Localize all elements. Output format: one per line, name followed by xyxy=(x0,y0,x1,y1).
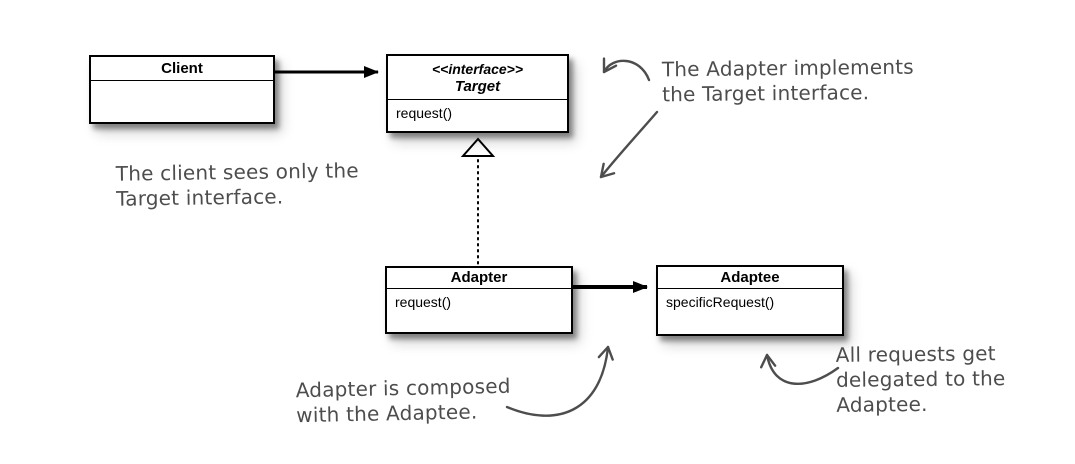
adapter-class-name: Adapter xyxy=(450,269,508,286)
adaptee-methods-compartment: specificRequest() xyxy=(658,289,842,311)
realization-hollow-triangle xyxy=(460,137,496,157)
note-line: the Target interface. xyxy=(662,80,870,107)
note-adapter-implements-target: The Adapter implements the Target interf… xyxy=(662,55,914,108)
target-class-title: <<interface>> Target xyxy=(388,56,567,100)
client-class-title: Client xyxy=(91,57,273,81)
class-box-target: <<interface>> Target request() xyxy=(386,54,569,133)
adaptee-class-title: Adaptee xyxy=(658,267,842,289)
adaptee-method-specific-request: specificRequest() xyxy=(666,294,775,310)
class-box-adapter: Adapter request() xyxy=(385,266,573,334)
note-line: with the Adaptee. xyxy=(296,399,478,428)
adapter-class-title: Adapter xyxy=(387,268,571,289)
note-arrow-to-adaptee-box xyxy=(759,353,840,386)
note-line: Adaptee. xyxy=(836,391,928,417)
note-line: All requests get xyxy=(835,341,996,367)
class-box-client: Client xyxy=(89,55,275,124)
note-arrow-to-realization-line xyxy=(599,110,659,179)
target-methods-compartment: request() xyxy=(388,100,567,122)
note-line: The client sees only the xyxy=(115,158,359,186)
note-line: delegated to the xyxy=(835,366,1006,392)
note-arrow-to-composition-arrow xyxy=(505,345,614,417)
client-class-name: Client xyxy=(161,59,203,77)
adapter-method-request: request() xyxy=(395,294,452,310)
note-arrow-to-target-box xyxy=(602,57,651,82)
target-class-name: Target xyxy=(454,77,501,95)
note-client-sees-target: The client sees only the Target interfac… xyxy=(116,158,360,211)
class-box-adaptee: Adaptee specificRequest() xyxy=(656,265,844,336)
adaptee-class-name: Adaptee xyxy=(720,268,780,286)
note-adapter-composed-with-adaptee: Adapter is composed with the Adaptee. xyxy=(296,374,512,428)
note-requests-delegated-to-adaptee: All requests get delegated to the Adapte… xyxy=(836,341,1006,418)
note-line: The Adapter implements xyxy=(661,54,914,82)
note-line: Target interface. xyxy=(116,184,284,211)
target-stereotype-label: <<interface>> xyxy=(431,60,524,77)
note-line: Adapter is composed xyxy=(295,373,511,403)
adapter-methods-compartment: request() xyxy=(387,289,571,311)
target-method-request: request() xyxy=(396,105,453,121)
